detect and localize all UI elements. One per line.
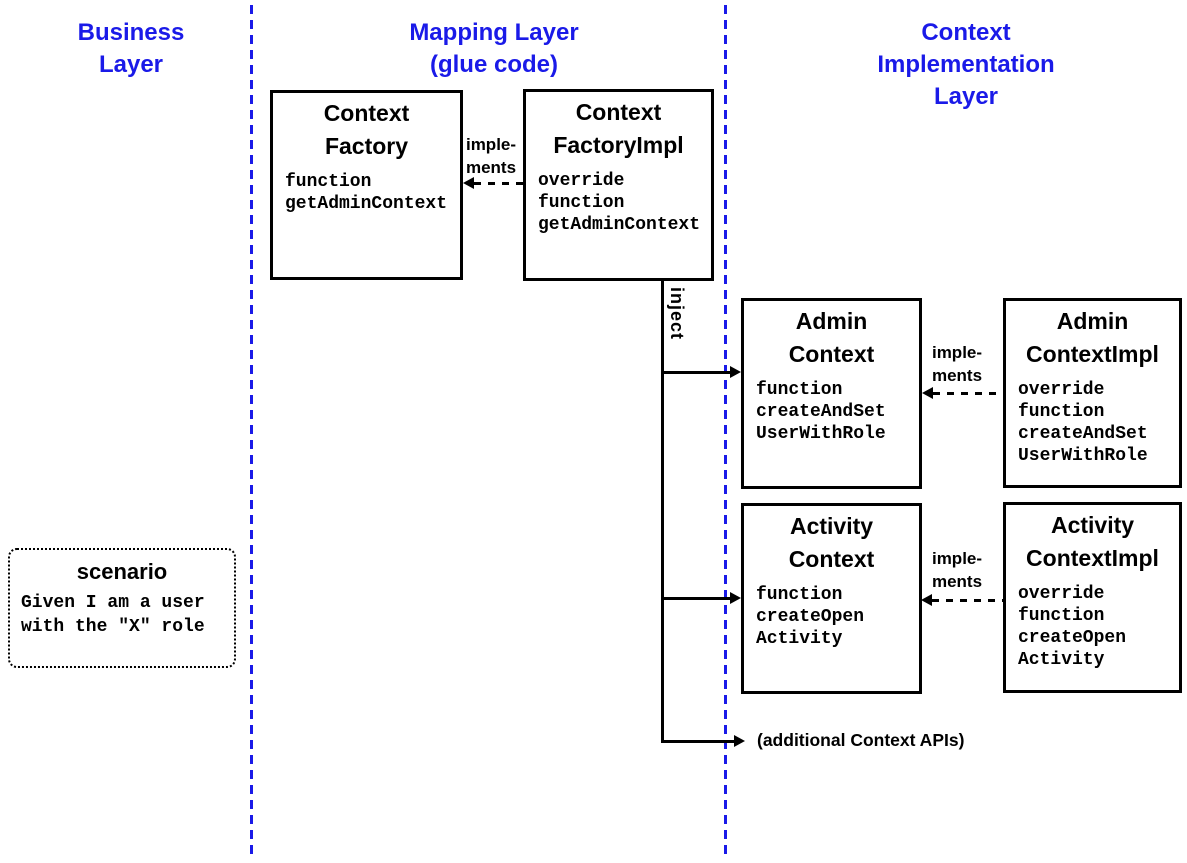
method-line: createAndSet bbox=[756, 402, 886, 422]
box-title-line: Context bbox=[788, 546, 875, 572]
implements-label-line: imple- bbox=[465, 135, 517, 154]
method-line: function bbox=[756, 380, 843, 400]
admin-context-impl-box: Admin ContextImpl override function crea… bbox=[1003, 298, 1182, 488]
admin-context-box: Admin Context function createAndSet User… bbox=[741, 298, 922, 489]
implements-label-line: ments bbox=[931, 572, 983, 591]
implements-label-line: ments bbox=[465, 158, 517, 177]
implements-arrowhead-factory bbox=[463, 177, 474, 189]
box-title-line: Admin bbox=[1056, 308, 1129, 334]
implements-label-line: ments bbox=[931, 366, 983, 385]
context-factory-impl-box: Context FactoryImpl override function ge… bbox=[523, 89, 714, 281]
box-title: Admin ContextImpl bbox=[1006, 301, 1179, 371]
method-line: function bbox=[1018, 402, 1105, 422]
heading-line: Mapping Layer bbox=[409, 19, 579, 46]
box-body: function createAndSet UserWithRole bbox=[744, 379, 919, 445]
implements-arrowhead-admin bbox=[922, 387, 933, 399]
implements-label-admin: imple- ments bbox=[926, 341, 988, 387]
heading-line: Business bbox=[77, 19, 185, 46]
inject-arrowhead-admin bbox=[730, 366, 741, 378]
box-title-line: Factory bbox=[324, 133, 409, 159]
box-title-line: Admin bbox=[795, 308, 868, 334]
scenario-line: Given I am a user bbox=[21, 593, 205, 613]
method-line: override bbox=[1018, 584, 1105, 604]
mapping-layer-heading: Mapping Layer (glue code) bbox=[374, 17, 614, 81]
box-title-line: ContextImpl bbox=[1026, 545, 1159, 571]
context-factory-box: Context Factory function getAdminContext bbox=[270, 90, 463, 280]
method-line: override bbox=[538, 171, 625, 191]
implements-dashed-line-admin bbox=[933, 392, 1003, 395]
method-line: UserWithRole bbox=[756, 424, 886, 444]
box-title-line: ContextImpl bbox=[1026, 341, 1159, 367]
layer-divider-business-mapping bbox=[250, 5, 253, 857]
box-title-line: Activity bbox=[789, 513, 874, 539]
inject-branch-line-admin bbox=[661, 371, 730, 374]
scenario-line: with the "X" role bbox=[21, 617, 205, 637]
method-line: createOpen bbox=[756, 607, 865, 627]
method-line: function bbox=[1018, 606, 1105, 626]
box-title-line: Context bbox=[788, 341, 875, 367]
box-title-line: Context bbox=[575, 99, 662, 125]
implementation-layer-heading: Context Implementation Layer bbox=[856, 17, 1076, 113]
method-line: Activity bbox=[756, 629, 843, 649]
activity-context-box: Activity Context function createOpen Act… bbox=[741, 503, 922, 694]
box-body: function getAdminContext bbox=[273, 171, 460, 215]
inject-label: inject bbox=[667, 287, 687, 341]
heading-line: Context bbox=[921, 19, 1011, 46]
heading-line: (glue code) bbox=[429, 51, 558, 78]
business-layer-heading: Business Layer bbox=[31, 17, 231, 81]
additional-context-apis-label: (additional Context APIs) bbox=[757, 730, 965, 750]
scenario-box: scenario Given I am a user with the "X" … bbox=[8, 548, 236, 668]
method-line: getAdminContext bbox=[538, 215, 701, 235]
box-title-line: Activity bbox=[1050, 512, 1135, 538]
method-line: Activity bbox=[1018, 650, 1105, 670]
method-line: function bbox=[538, 193, 625, 213]
implements-dashed-line-factory bbox=[474, 182, 523, 185]
heading-line: Implementation bbox=[877, 51, 1055, 78]
box-body: function createOpen Activity bbox=[744, 584, 919, 650]
box-title: Activity ContextImpl bbox=[1006, 505, 1179, 575]
box-title: Activity Context bbox=[744, 506, 919, 576]
box-title-line: Context bbox=[323, 100, 410, 126]
heading-line: Layer bbox=[98, 51, 164, 78]
method-line: function bbox=[756, 585, 843, 605]
box-body: override function getAdminContext bbox=[526, 170, 711, 236]
implements-label-line: imple- bbox=[931, 549, 983, 568]
method-line: createOpen bbox=[1018, 628, 1127, 648]
layer-divider-mapping-implementation bbox=[724, 5, 727, 857]
inject-arrowhead-additional bbox=[734, 735, 745, 747]
box-title: Context FactoryImpl bbox=[526, 92, 711, 162]
method-line: createAndSet bbox=[1018, 424, 1148, 444]
implements-dashed-line-activity bbox=[932, 599, 1003, 602]
box-title: Admin Context bbox=[744, 301, 919, 371]
box-body: override function createOpen Activity bbox=[1006, 583, 1179, 671]
method-line: override bbox=[1018, 380, 1105, 400]
inject-branch-line-activity bbox=[661, 597, 730, 600]
implements-label-line: imple- bbox=[931, 343, 983, 362]
implements-label-factory: imple- ments bbox=[461, 133, 521, 179]
method-line: UserWithRole bbox=[1018, 446, 1148, 466]
scenario-title: scenario bbox=[76, 559, 168, 584]
implements-label-activity: imple- ments bbox=[926, 547, 988, 593]
activity-context-impl-box: Activity ContextImpl override function c… bbox=[1003, 502, 1182, 693]
box-title: Context Factory bbox=[273, 93, 460, 163]
method-line: function bbox=[285, 172, 372, 192]
inject-trunk-line bbox=[661, 281, 664, 741]
box-body: override function createAndSet UserWithR… bbox=[1006, 379, 1179, 467]
box-title-line: FactoryImpl bbox=[553, 132, 684, 158]
method-line: getAdminContext bbox=[285, 194, 448, 214]
inject-branch-line-additional bbox=[661, 740, 734, 743]
implements-arrowhead-activity bbox=[921, 594, 932, 606]
heading-line: Layer bbox=[933, 83, 999, 110]
inject-arrowhead-activity bbox=[730, 592, 741, 604]
scenario-body: Given I am a user with the "X" role bbox=[10, 591, 234, 639]
